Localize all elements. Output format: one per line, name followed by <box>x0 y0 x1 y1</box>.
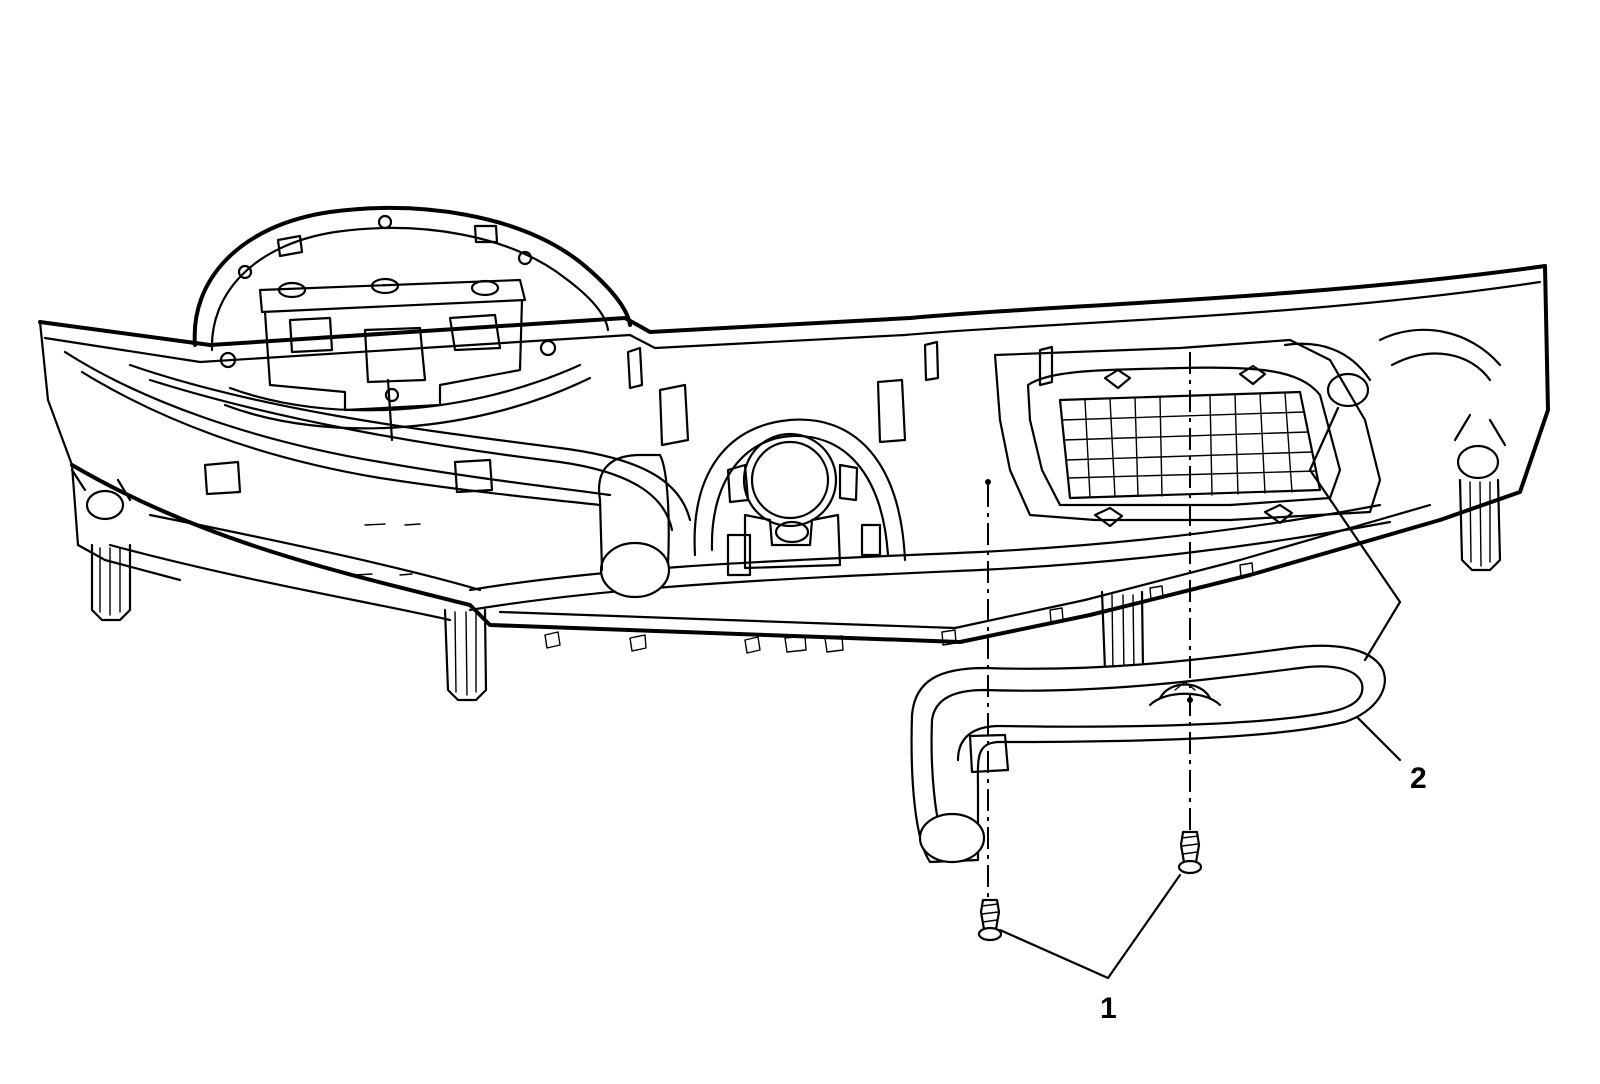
steering-column-opening <box>693 418 907 577</box>
hvac-module-grid <box>993 328 1502 528</box>
center-duct-outlet <box>597 453 671 599</box>
callout-label-2: 2 <box>1410 762 1427 795</box>
callout-label-1: 1 <box>1100 992 1117 1025</box>
duct-assembly-removed <box>910 644 1386 864</box>
leader-lines <box>998 406 1402 980</box>
mounting-brackets <box>70 340 1507 702</box>
screw-right <box>1177 830 1203 875</box>
screw-left <box>977 898 1003 942</box>
alignment-lines <box>985 352 1193 898</box>
instrument-cluster-hood <box>192 206 632 442</box>
